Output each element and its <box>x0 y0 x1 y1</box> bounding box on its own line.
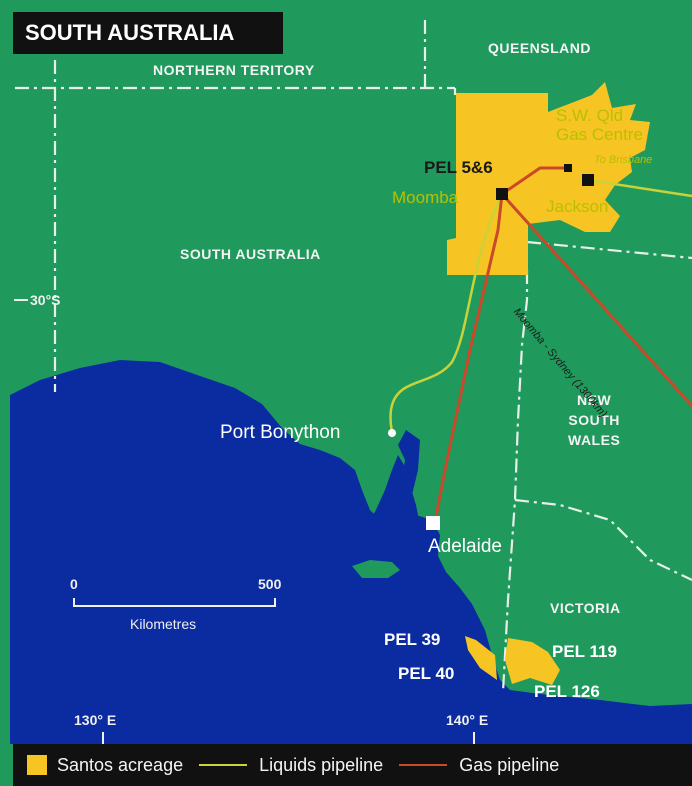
adelaide-marker <box>426 516 440 530</box>
region-queensland: QUEENSLAND <box>488 40 592 56</box>
gas-centre-line-2: Gas Centre <box>556 125 643 144</box>
region-victoria: VICTORIA <box>550 600 621 616</box>
state-borders <box>15 20 692 693</box>
graticule-ticks <box>14 299 475 744</box>
legend-liquids-label: Liquids pipeline <box>259 754 384 775</box>
port-bonython-label: Port Bonython <box>220 422 341 443</box>
scale-bar <box>73 598 276 607</box>
region-new-south-wales: NEW SOUTH WALES <box>568 390 620 450</box>
adelaide-label: Adelaide <box>428 536 502 557</box>
lon-130-label: 130° E <box>74 712 117 728</box>
sea-area <box>10 360 692 744</box>
nsw-line-3: WALES <box>568 432 621 448</box>
acreage-swatch-icon <box>27 755 47 775</box>
pel-39-label: PEL 39 <box>384 630 441 649</box>
scale-end-label: 500 <box>258 576 282 592</box>
pel-119-label: PEL 119 <box>552 642 617 661</box>
legend-gas: Gas pipeline <box>399 755 559 776</box>
nsw-line-1: NEW <box>577 392 612 408</box>
moomba-marker <box>496 188 508 200</box>
legend-acreage: Santos acreage <box>27 755 183 776</box>
liquids-pipeline-lines <box>389 178 692 433</box>
scale-start-label: 0 <box>70 576 78 592</box>
gas-centre-marker <box>564 164 572 172</box>
legend: Santos acreage Liquids pipeline Gas pipe… <box>13 744 692 786</box>
region-northern-territory: NORTHERN TERITORY <box>153 62 315 78</box>
map-title: SOUTH AUSTRALIA <box>13 12 283 54</box>
gas-pipeline-lines <box>433 166 692 523</box>
port-bonython-marker <box>388 429 396 437</box>
pel-40-label: PEL 40 <box>398 664 455 683</box>
legend-gas-label: Gas pipeline <box>459 754 560 775</box>
liquids-line-swatch-icon <box>199 764 248 766</box>
jackson-label: Jackson <box>546 197 609 216</box>
region-south-australia: SOUTH AUSTRALIA <box>180 246 321 262</box>
scale-unit-label: Kilometres <box>130 616 197 632</box>
sw-qld-gas-centre-label: S.W. Qld Gas Centre <box>556 106 643 144</box>
legend-acreage-label: Santos acreage <box>57 754 184 775</box>
gulf-water <box>362 455 420 548</box>
nsw-line-2: SOUTH <box>568 412 620 428</box>
lon-140-label: 140° E <box>446 712 489 728</box>
gas-centre-line-1: S.W. Qld <box>556 106 624 125</box>
lat-30-label: 30°S <box>30 292 61 308</box>
to-brisbane-label: To Brisbane <box>594 154 653 166</box>
jackson-marker <box>582 174 594 186</box>
legend-liquids: Liquids pipeline <box>199 755 383 776</box>
pel-5-6-label: PEL 5&6 <box>424 158 493 177</box>
gas-line-swatch-icon <box>399 764 448 766</box>
moomba-label: Moomba <box>392 188 459 207</box>
pel-126-label: PEL 126 <box>534 682 600 701</box>
kangaroo-island <box>352 560 400 578</box>
